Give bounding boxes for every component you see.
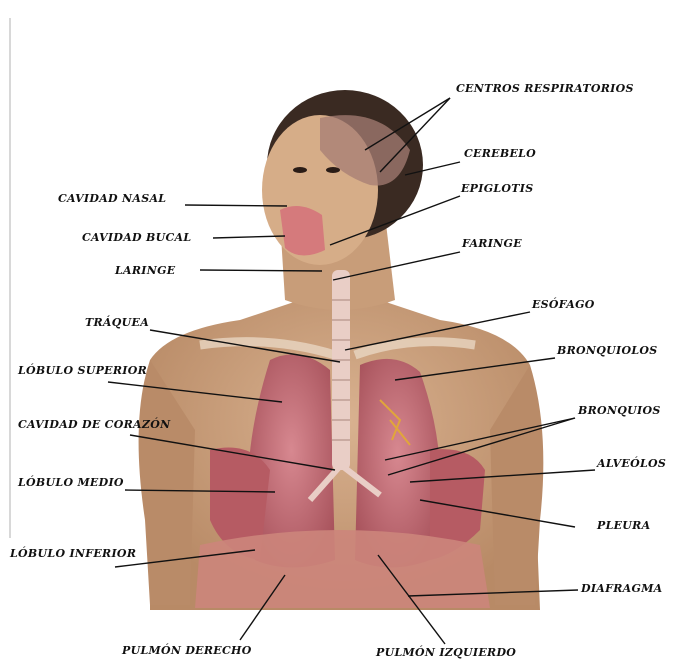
label-epiglotis: EPIGLOTIS	[461, 182, 534, 195]
eye	[293, 167, 307, 173]
label-cavidad-corazon: CAVIDAD DE CORAZÓN	[18, 418, 170, 431]
label-esofago: ESÓFAGO	[532, 298, 595, 311]
label-cavidad-bucal: CAVIDAD BUCAL	[82, 231, 191, 244]
eye	[326, 167, 340, 173]
label-cerebelo: CEREBELO	[464, 147, 536, 160]
label-lobulo-superior: LÓBULO SUPERIOR	[18, 364, 147, 377]
label-alveolos: ALVEÓLOS	[597, 457, 666, 470]
oral-cavity	[280, 206, 325, 256]
diaphragm	[195, 530, 490, 608]
label-faringe: FARINGE	[462, 237, 522, 250]
label-bronquiolos: BRONQUIOLOS	[557, 344, 658, 357]
label-bronquios: BRONQUIOS	[578, 404, 661, 417]
label-lobulo-medio: LÓBULO MEDIO	[18, 476, 124, 489]
label-laringe: LARINGE	[115, 264, 176, 277]
label-pulmon-derecho: PULMÓN DERECHO	[122, 644, 252, 657]
label-traquea: TRÁQUEA	[85, 316, 149, 329]
label-centros-respiratorios: CENTROS RESPIRATORIOS	[456, 82, 634, 95]
label-pulmon-izquierdo: PULMÓN IZQUIERDO	[376, 646, 516, 659]
label-cavidad-nasal: CAVIDAD NASAL	[58, 192, 166, 205]
label-diafragma: DIAFRAGMA	[581, 582, 663, 595]
label-lobulo-inferior: LÓBULO INFERIOR	[10, 547, 136, 560]
label-pleura: PLEURA	[597, 519, 650, 532]
